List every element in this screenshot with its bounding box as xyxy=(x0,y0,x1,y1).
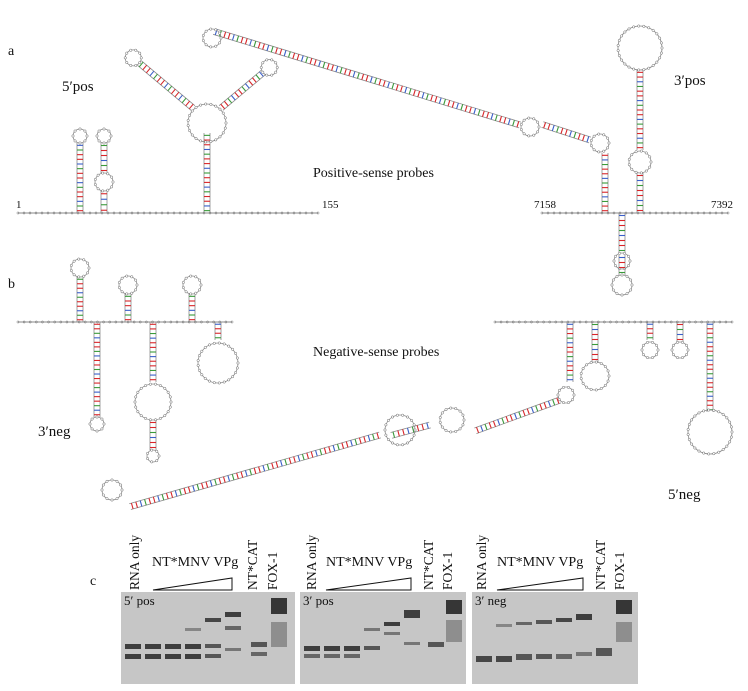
positive-sense-caption: Positive-sense probes xyxy=(313,166,434,181)
structure-5neg xyxy=(100,320,734,510)
gel-band xyxy=(384,632,400,635)
gel-band xyxy=(496,624,512,627)
lane-label-fox1: FOX-1 xyxy=(612,551,627,590)
gel-band xyxy=(125,644,141,649)
wedge-3pos xyxy=(325,577,412,591)
lane-label-rna-only: RNA only xyxy=(474,534,489,590)
wedge-5pos xyxy=(152,577,233,591)
gel-band xyxy=(304,654,320,658)
gel-band xyxy=(344,646,360,651)
gel-band xyxy=(185,628,201,631)
gel-band xyxy=(556,654,572,659)
gel-5pos xyxy=(121,592,295,684)
probe-5pos-label: 5′pos xyxy=(62,79,94,95)
probe-5neg-label: 5′neg xyxy=(668,487,701,503)
gel-band xyxy=(616,622,632,642)
lane-label-vpg: NT*MNV VPg xyxy=(497,555,584,570)
lane-label-rna-only: RNA only xyxy=(127,534,142,590)
gel-band xyxy=(145,644,161,649)
panel-b-letter: b xyxy=(8,277,15,292)
gel-band xyxy=(165,644,181,649)
lane-label-ntcat: NT*CAT xyxy=(245,539,260,590)
gel-band xyxy=(516,622,532,625)
gel-3pos-bands xyxy=(304,600,462,658)
gel-band xyxy=(596,648,612,656)
gel-band xyxy=(404,610,420,618)
gel-band xyxy=(536,620,552,624)
gel-band xyxy=(225,612,241,617)
gel-band xyxy=(384,622,400,626)
gel-band xyxy=(324,654,340,658)
gel-3pos-title: 3′ pos xyxy=(303,593,334,608)
gel-band xyxy=(225,626,241,630)
gel-band xyxy=(271,598,287,614)
lane-label-vpg: NT*MNV VPg xyxy=(152,555,239,570)
position-start-3pos: 7158 xyxy=(534,199,556,211)
probe-3neg-label: 3′neg xyxy=(38,424,71,440)
gel-band xyxy=(364,646,380,650)
structure-5pos xyxy=(16,48,320,215)
gel-band xyxy=(205,654,221,658)
gel-band xyxy=(446,620,462,642)
lane-label-fox1: FOX-1 xyxy=(440,551,455,590)
gel-3neg xyxy=(472,592,638,684)
gel-band xyxy=(496,656,512,662)
lane-label-fox1: FOX-1 xyxy=(265,551,280,590)
gel-band xyxy=(364,628,380,631)
gel-5pos-bands xyxy=(125,598,287,659)
position-end-3pos: 7392 xyxy=(711,199,733,211)
gel-3neg-title: 3′ neg xyxy=(475,593,507,608)
gel-3pos xyxy=(300,592,466,684)
gel-band xyxy=(125,654,141,659)
gel-5pos-title: 5′ pos xyxy=(124,593,155,608)
gel-band xyxy=(476,656,492,662)
gel-band xyxy=(428,642,444,647)
gel-band xyxy=(344,654,360,658)
position-start-5pos: 1 xyxy=(16,199,22,211)
rna-structures xyxy=(16,24,734,510)
gel-band xyxy=(251,642,267,647)
gel-band xyxy=(205,618,221,622)
gel-band xyxy=(446,600,462,614)
gel-band xyxy=(324,646,340,651)
lane-label-vpg: NT*MNV VPg xyxy=(326,555,413,570)
gel-band xyxy=(516,654,532,660)
panel-a-letter: a xyxy=(8,44,15,59)
gel-band xyxy=(304,646,320,651)
gel-band xyxy=(536,654,552,659)
position-end-5pos: 155 xyxy=(322,199,339,211)
gel-band xyxy=(185,654,201,659)
gel-band xyxy=(205,644,221,648)
gel-band xyxy=(145,654,161,659)
gel-band xyxy=(251,652,267,656)
gel-band xyxy=(165,654,181,659)
gel-band xyxy=(271,622,287,647)
probe-3pos-label: 3′pos xyxy=(674,73,706,89)
gel-band xyxy=(404,642,420,645)
gel-band xyxy=(576,652,592,656)
gel-band xyxy=(616,600,632,614)
panel-c-letter: c xyxy=(90,574,97,589)
gel-3neg-bands xyxy=(476,600,632,662)
lane-label-rna-only: RNA only xyxy=(304,534,319,590)
structure-3pos xyxy=(201,24,730,297)
gel-band xyxy=(556,618,572,622)
gel-band xyxy=(576,614,592,620)
negative-sense-caption: Negative-sense probes xyxy=(313,345,440,360)
gel-band xyxy=(225,648,241,651)
lane-label-ntcat: NT*CAT xyxy=(593,539,608,590)
lane-label-ntcat: NT*CAT xyxy=(421,539,436,590)
gel-band xyxy=(185,644,201,649)
structure-3neg xyxy=(16,257,240,464)
wedge-3neg xyxy=(496,577,584,591)
